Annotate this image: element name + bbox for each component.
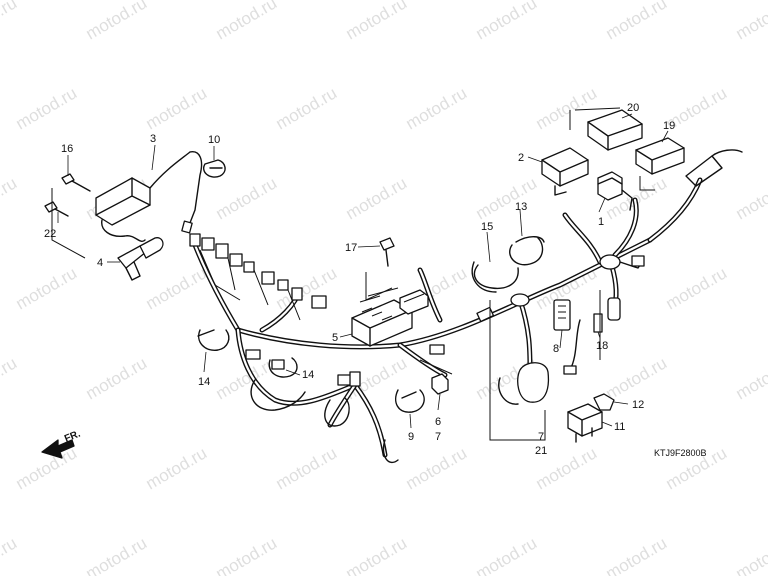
unit-19: [635, 137, 685, 191]
watermark-text: motod.ru: [83, 533, 151, 576]
watermark-text: motod.ru: [13, 263, 81, 313]
watermark-text: motod.ru: [473, 173, 541, 223]
lower-harness-loops: [250, 379, 399, 464]
leader-lines: [57, 113, 669, 429]
connector-1: [597, 171, 633, 211]
block-6: [419, 359, 453, 395]
callout-12: 12: [632, 399, 644, 411]
callout-16: 16: [61, 143, 73, 155]
direction-label: FR.: [63, 428, 82, 444]
callout-1: 1: [598, 216, 604, 228]
watermark-text: motod.ru: [403, 443, 471, 493]
watermark-text: motod.ru: [663, 263, 731, 313]
watermark-text: motod.ru: [603, 533, 671, 576]
watermark-text: motod.ru: [473, 533, 541, 576]
watermark-text: motod.ru: [733, 173, 768, 223]
callout-4: 4: [97, 257, 103, 269]
callout-13: 13: [515, 201, 527, 213]
callout-6: 6: [435, 416, 441, 428]
callout-9: 9: [408, 431, 414, 443]
callout-11: 11: [614, 421, 625, 433]
callout-14-left: 14: [198, 376, 210, 388]
watermark-text: motod.ru: [343, 0, 411, 43]
band-13: [509, 236, 545, 266]
cap-12: [593, 393, 615, 411]
callout-7-left: 7: [435, 431, 441, 443]
unit-20: [569, 107, 643, 151]
bolt-17: [379, 237, 395, 267]
watermark-text: motod.ru: [0, 0, 20, 43]
ignition-coil: [95, 151, 203, 242]
callout-21: 21: [535, 445, 547, 457]
callout-2: 2: [518, 152, 524, 164]
band-9: [394, 389, 425, 413]
watermark-text: motod.ru: [733, 0, 768, 43]
bolt-16: [61, 173, 91, 192]
harness-bands: [245, 254, 621, 387]
watermark-text: motod.ru: [213, 533, 281, 576]
watermark-text: motod.ru: [0, 173, 20, 223]
watermark-text: motod.ru: [0, 533, 20, 576]
right-branch-fuse: [607, 255, 645, 321]
callout-3: 3: [150, 133, 156, 145]
callout-15: 15: [481, 221, 493, 233]
clip-10: [203, 159, 226, 178]
callout-10: 10: [208, 134, 220, 146]
clamp-14-left: [197, 329, 230, 351]
watermark-text: motod.ru: [343, 533, 411, 576]
watermark-text: motod.ru: [603, 0, 671, 43]
callouts: 16 3 10 22 4 20 19 2 1 13 15 17 5 14 14 …: [44, 102, 707, 458]
callout-14-right: 14: [302, 369, 314, 381]
fuse-holder-7: [489, 300, 550, 441]
callout-5: 5: [332, 332, 338, 344]
watermark-text: motod.ru: [83, 353, 151, 403]
watermark-text: motod.ru: [403, 83, 471, 133]
bolt-22: [44, 201, 69, 217]
main-harness: [192, 149, 743, 458]
spark-plug-cap: [117, 237, 164, 281]
regulator-rectifier: [351, 287, 429, 347]
connector-8: [553, 299, 571, 331]
watermark-text: motod.ru: [733, 533, 768, 576]
callout-22: 22: [44, 228, 56, 240]
watermark-text: motod.ru: [143, 263, 211, 313]
relay-11: [567, 403, 603, 443]
callout-19: 19: [663, 120, 675, 132]
watermark-text: motod.ru: [143, 83, 211, 133]
band-15: [471, 261, 519, 293]
watermark-text: motod.ru: [143, 443, 211, 493]
diagram-code: KTJ9F2800B: [654, 448, 707, 458]
watermark-text: motod.ru: [213, 173, 281, 223]
watermark-text: motod.ru: [733, 353, 768, 403]
callout-8: 8: [553, 343, 559, 355]
clamp-14-right: [268, 357, 298, 378]
watermark-text: motod.ru: [603, 353, 671, 403]
callout-20: 20: [627, 102, 639, 114]
connector-cluster: [189, 233, 327, 321]
watermark-text: motod.ru: [213, 0, 281, 43]
callout-18: 18: [596, 340, 608, 352]
watermark-text: motod.ru: [13, 83, 81, 133]
callout-7-right: 7: [538, 431, 544, 443]
watermark-text: motod.ru: [83, 0, 151, 43]
watermark-text: motod.ru: [273, 83, 341, 133]
watermark-text: motod.ru: [343, 173, 411, 223]
callout-17: 17: [345, 242, 357, 254]
relay-2: [541, 147, 589, 196]
watermark-text: motod.ru: [473, 0, 541, 43]
watermark-text: motod.ru: [0, 353, 20, 403]
watermark-text: motod.ru: [273, 443, 341, 493]
